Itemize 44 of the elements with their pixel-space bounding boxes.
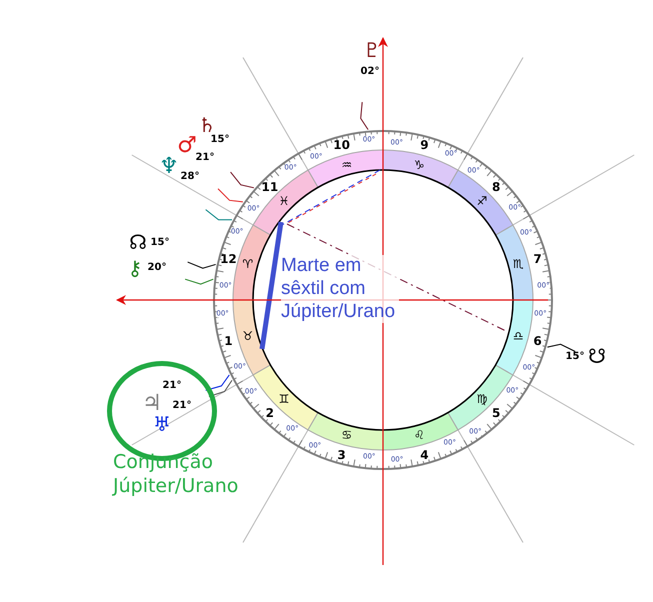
house-number: 3 [337, 448, 346, 461]
zodiac-glyph: ♎ [512, 330, 524, 342]
caption-text: Conjunção Júpiter/Urano [113, 451, 240, 498]
node-glyph: ☊ [129, 232, 147, 252]
degree-label: 20° [148, 263, 166, 273]
planet-glyph: ♃ [142, 393, 162, 415]
degree-label: 21° [172, 401, 192, 411]
zodiac-glyph: ♏ [512, 258, 524, 270]
house-number: 1 [224, 335, 233, 348]
zodiac-glyph: ♓ [278, 195, 290, 207]
planet-glyph: ♄ [198, 115, 216, 135]
house-number: 8 [492, 180, 500, 193]
planet-glyph: ⚷ [128, 258, 142, 278]
zodiac-glyph: ♌ [414, 429, 425, 442]
annotation-text: Marte em sêxtil com Júpiter/Urano [281, 255, 399, 324]
house-number: 7 [533, 252, 542, 265]
zodiac-glyph: ♑ [414, 158, 425, 171]
house-number: 2 [266, 407, 274, 420]
node-glyph: ☋ [588, 346, 606, 366]
degree-label: 02° [360, 67, 380, 77]
zodiac-glyph: ♐ [476, 195, 488, 207]
house-number: 12 [220, 252, 237, 265]
degree-label: 21° [162, 381, 182, 391]
degree-label: 15° [566, 352, 584, 362]
planet-glyph: ♇ [363, 40, 381, 60]
house-number: 9 [420, 139, 429, 152]
house-number: 5 [492, 407, 500, 420]
zodiac-glyph: ♍ [476, 392, 488, 405]
degree-label: 15° [210, 135, 230, 145]
degree-label: 21° [196, 153, 214, 163]
degree-label: 28° [180, 172, 200, 182]
house-number: 11 [262, 180, 278, 193]
planet-glyph: ♆ [159, 156, 179, 178]
degree-label: 15° [150, 238, 170, 248]
zodiac-glyph: ♉ [242, 330, 254, 342]
planet-glyph: ♂ [177, 135, 197, 157]
house-number: 10 [333, 139, 350, 152]
planet-glyph: ♅ [153, 414, 171, 434]
house-number: 6 [533, 335, 542, 348]
zodiac-glyph: ♋ [341, 429, 352, 442]
zodiac-glyph: ♈ [242, 258, 254, 270]
house-number: 4 [420, 448, 429, 461]
zodiac-glyph: ♒ [341, 158, 352, 171]
zodiac-glyph: ♊ [278, 392, 290, 405]
